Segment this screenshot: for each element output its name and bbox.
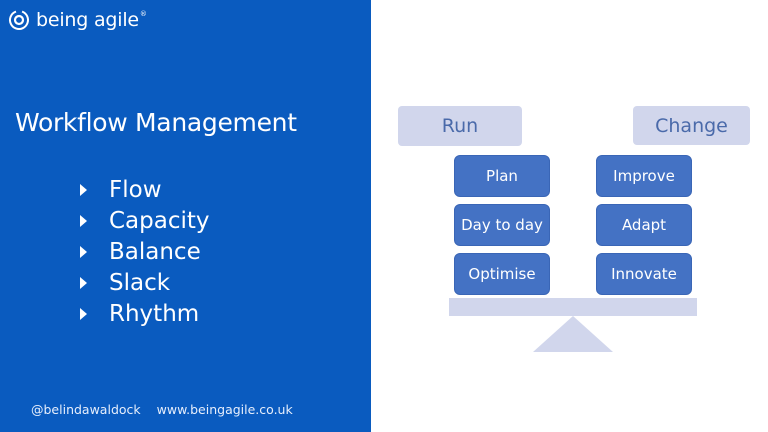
brand-logo: being agile® xyxy=(8,9,147,31)
social-handle: @belindawaldock xyxy=(31,402,141,417)
registered-mark: ® xyxy=(139,10,147,18)
triangle-bullet-icon xyxy=(80,307,87,320)
balance-beam xyxy=(449,298,697,316)
bullet-item: Flow xyxy=(76,174,210,205)
triangle-bullet-icon xyxy=(80,214,87,227)
slide-title: Workflow Management xyxy=(15,108,297,137)
change-item-improve: Improve xyxy=(596,155,692,197)
triangle-bullet-icon xyxy=(80,183,87,196)
triangle-bullet-icon xyxy=(80,276,87,289)
bullet-item: Balance xyxy=(76,236,210,267)
run-item-optimise: Optimise xyxy=(454,253,550,295)
fulcrum-triangle xyxy=(533,316,613,352)
run-item-day-to-day: Day to day xyxy=(454,204,550,246)
website-link: www.beingagile.co.uk xyxy=(156,402,293,417)
bullet-text: Rhythm xyxy=(109,300,200,327)
brand-name: being agile® xyxy=(36,9,147,31)
footer: @belindawaldock www.beingagile.co.uk xyxy=(31,402,305,417)
bullet-item: Rhythm xyxy=(76,298,210,329)
run-header: Run xyxy=(398,106,522,146)
bullet-text: Balance xyxy=(109,238,201,265)
target-circle-icon xyxy=(9,10,29,30)
change-item-innovate: Innovate xyxy=(596,253,692,295)
change-header: Change xyxy=(633,106,750,145)
change-item-adapt: Adapt xyxy=(596,204,692,246)
bullet-text: Flow xyxy=(109,176,162,203)
bullet-text: Slack xyxy=(109,269,171,296)
triangle-bullet-icon xyxy=(80,245,87,258)
left-panel: being agile® Workflow Management Flow Ca… xyxy=(0,0,371,432)
run-item-plan: Plan xyxy=(454,155,550,197)
bullet-item: Slack xyxy=(76,267,210,298)
bullet-item: Capacity xyxy=(76,205,210,236)
bullet-list: Flow Capacity Balance Slack Rhythm xyxy=(76,174,210,329)
bullet-text: Capacity xyxy=(109,207,210,234)
